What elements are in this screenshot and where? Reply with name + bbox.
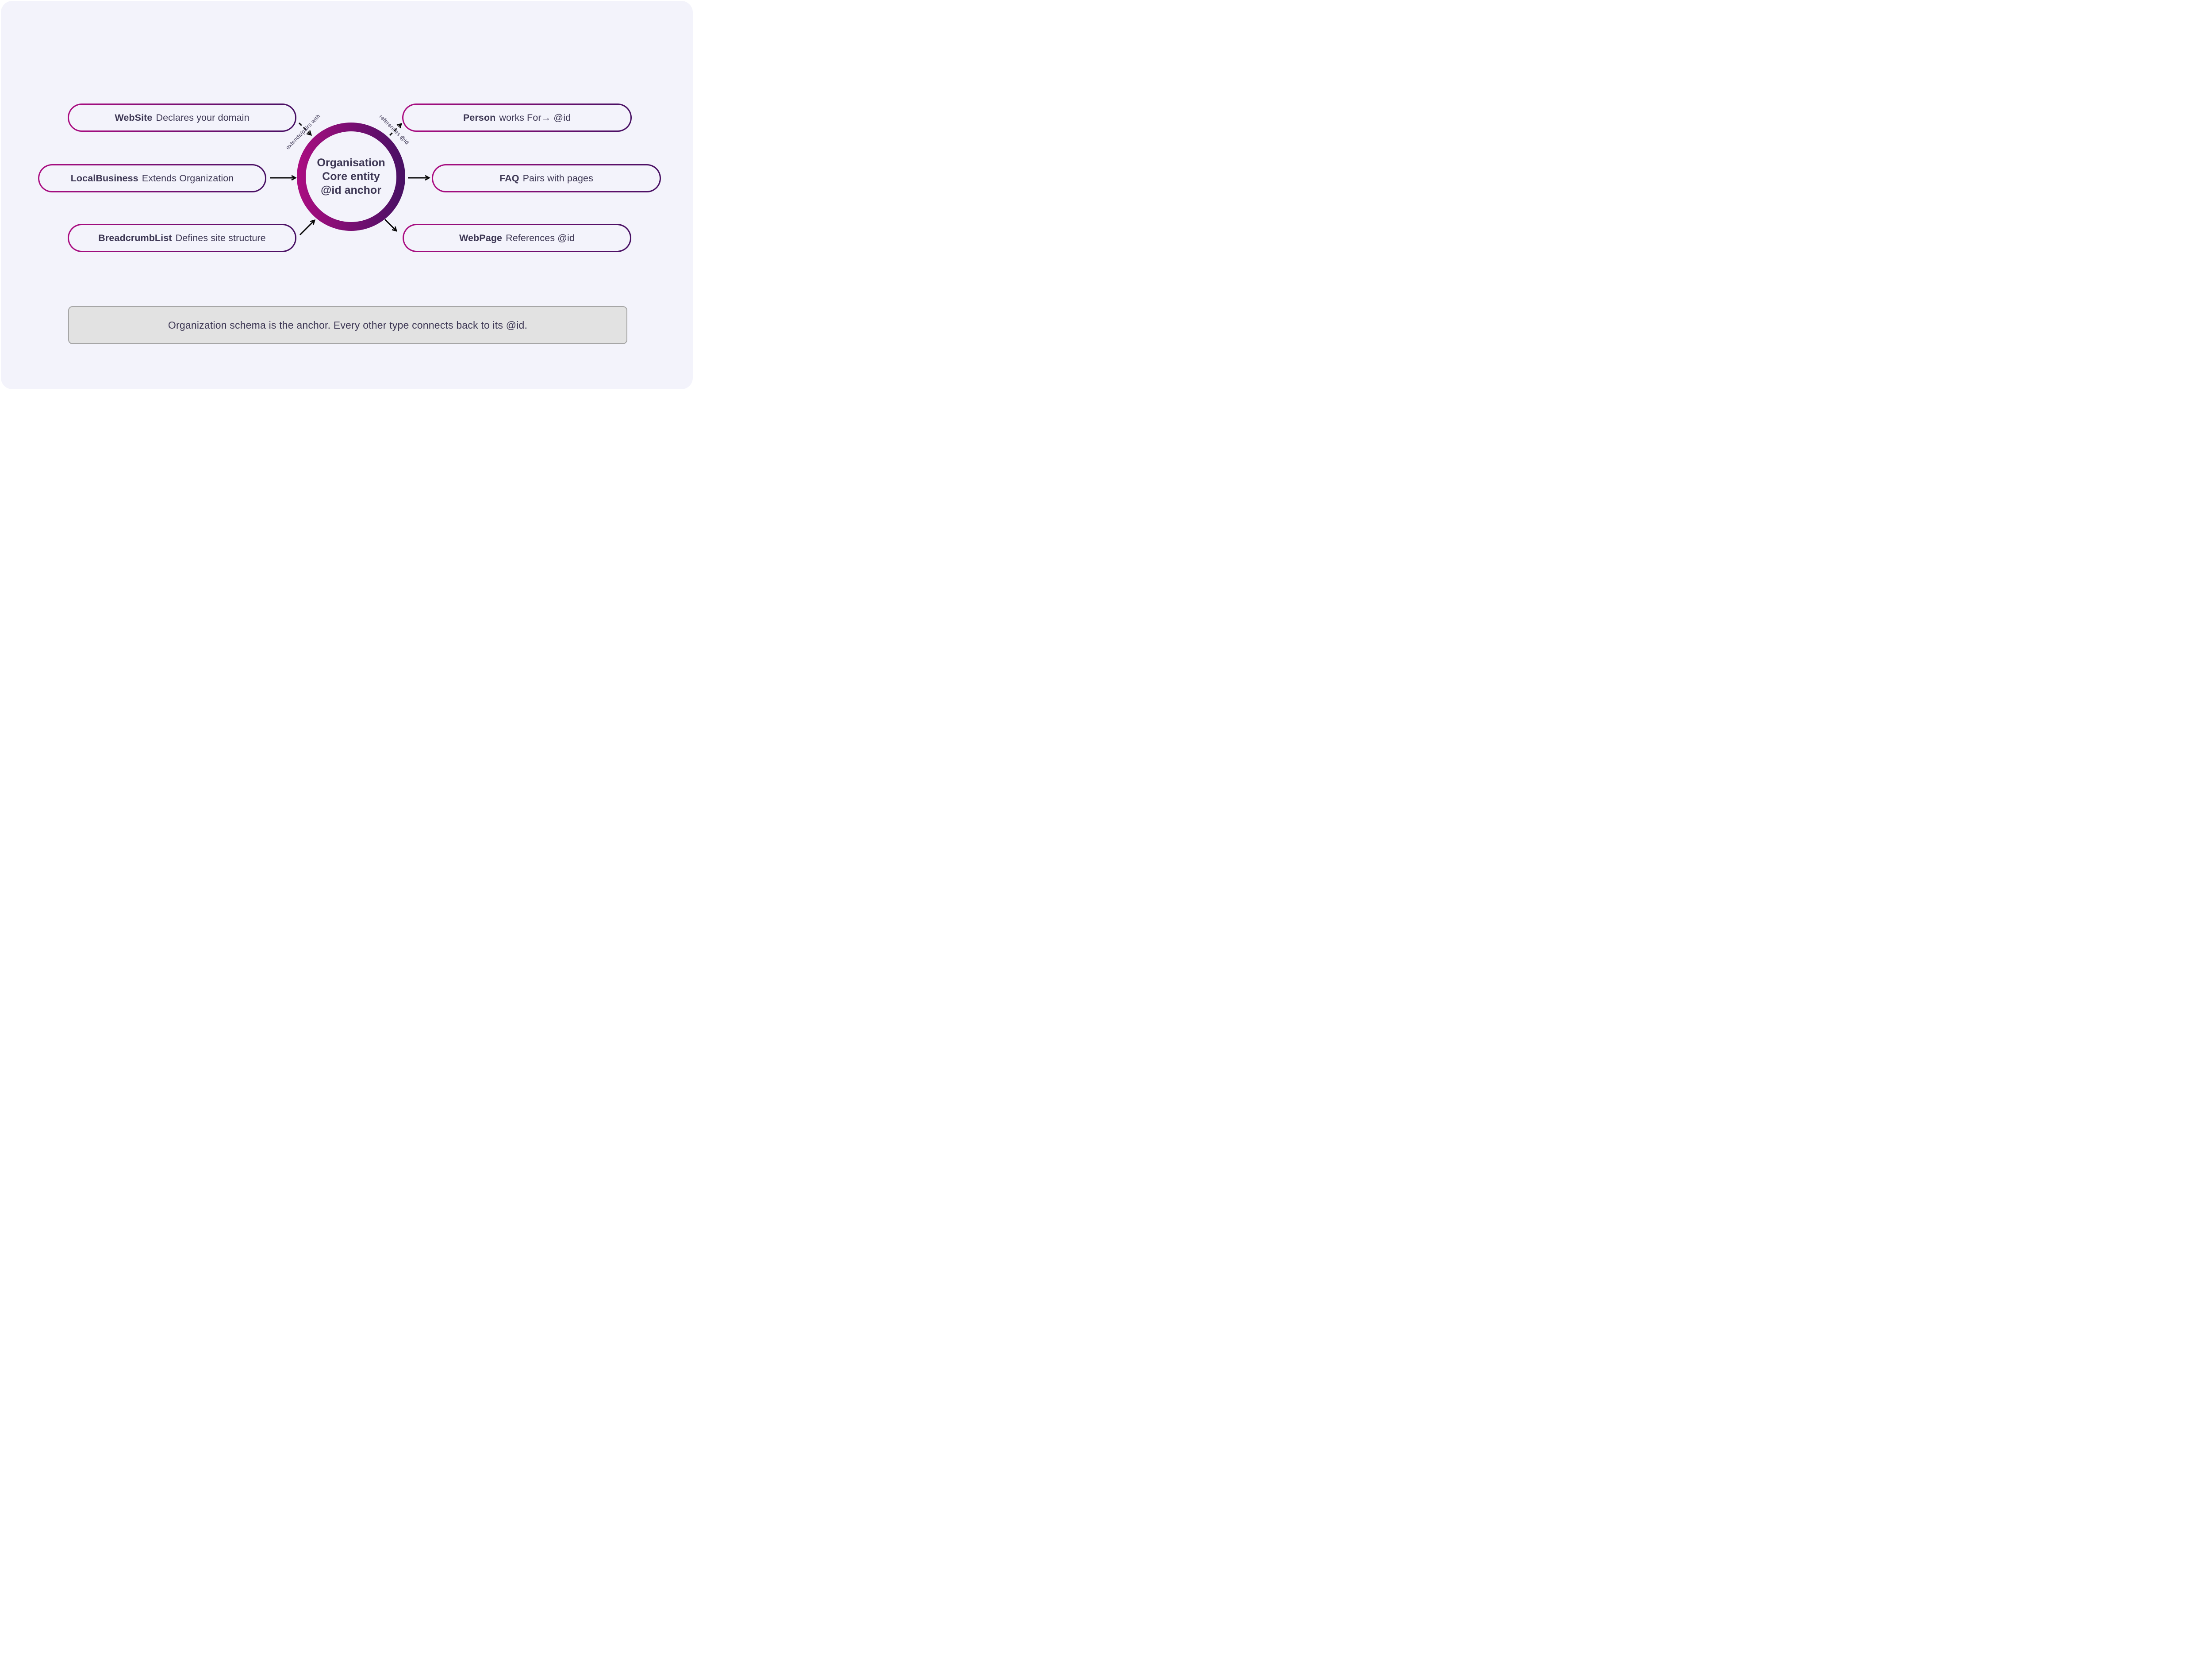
caption-bar: Organization schema is the anchor. Every… xyxy=(68,306,627,344)
caption-text: Organization schema is the anchor. Every… xyxy=(168,319,528,331)
node-website: WebSite Declares your domain xyxy=(68,104,296,132)
node-faq: FAQ Pairs with pages xyxy=(432,164,661,192)
node-person-desc: works For→ @id xyxy=(499,112,571,123)
node-person: Person works For→ @id xyxy=(402,104,632,132)
node-faq-term: FAQ xyxy=(499,173,519,184)
node-localbusiness-desc: Extends Organization xyxy=(142,173,234,184)
schema-diagram: WebSite Declares your domain LocalBusine… xyxy=(0,0,694,390)
node-localbusiness-term: LocalBusiness xyxy=(70,173,138,184)
organisation-line-1: Organisation xyxy=(317,157,385,169)
node-localbusiness: LocalBusiness Extends Organization xyxy=(38,164,266,192)
node-organisation-core: Organisation Core entity @id anchor xyxy=(297,123,405,231)
node-webpage-term: WebPage xyxy=(459,232,503,243)
node-person-term: Person xyxy=(463,112,496,123)
node-website-desc: Declares your domain xyxy=(156,112,250,123)
node-webpage-desc: References @id xyxy=(506,232,575,243)
organisation-line-3: @id anchor xyxy=(321,184,381,196)
node-website-term: WebSite xyxy=(115,112,153,123)
node-faq-desc: Pairs with pages xyxy=(522,173,593,184)
node-webpage: WebPage References @id xyxy=(403,224,631,252)
organisation-line-2: Core entity xyxy=(322,170,380,183)
node-breadcrumblist-desc: Defines site structure xyxy=(175,232,266,243)
node-breadcrumblist-term: BreadcrumbList xyxy=(98,232,172,243)
node-breadcrumblist: BreadcrumbList Defines site structure xyxy=(68,224,296,252)
